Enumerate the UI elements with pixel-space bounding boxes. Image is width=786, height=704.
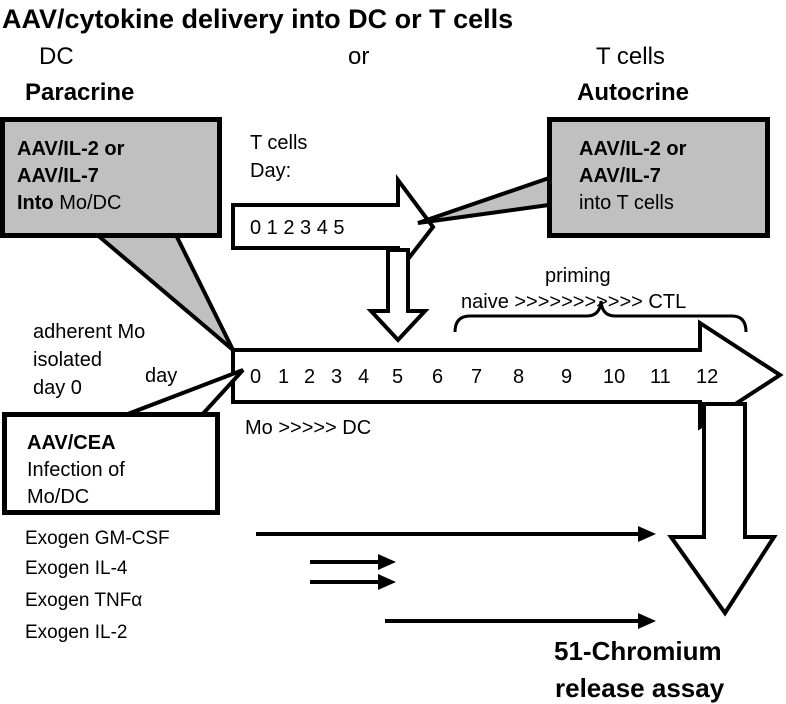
paracrine-label: Paracrine — [25, 79, 135, 106]
assay-down-arrow — [667, 402, 778, 617]
diagram-title: AAV/cytokine delivery into DC or T cells — [2, 4, 514, 34]
tcell-day-numbers: 0 1 2 3 4 5 — [250, 217, 345, 239]
exogen-gmcsf-arrow — [256, 526, 656, 542]
exogen-tnfa-label: Exogen TNFα — [25, 590, 143, 611]
main-day-4: 4 — [358, 366, 370, 388]
main-day-10: 10 — [603, 366, 626, 388]
exogen-gmcsf-label: Exogen GM-CSF — [25, 528, 170, 549]
priming-sequence: naive >>>>>>>>>>> CTL — [461, 291, 687, 313]
priming-bracket — [453, 300, 748, 333]
autocrine-callout-box: AAV/IL-2 or AAV/IL-7 into T cells — [547, 117, 770, 238]
main-day-0: 0 — [250, 366, 262, 388]
main-day-1: 1 — [278, 366, 290, 388]
paracrine-line1: AAV/IL-2 or — [17, 138, 125, 160]
tcells-label: T cells — [596, 43, 665, 70]
main-day-6: 6 — [432, 366, 444, 388]
tcell-transfer-arrow — [366, 248, 430, 343]
main-day-7: 7 — [471, 366, 483, 388]
main-day-5: 5 — [392, 366, 404, 388]
exogen-il2-label: Exogen IL-2 — [25, 622, 128, 643]
autocrine-label: Autocrine — [577, 79, 690, 106]
main-day-12: 12 — [696, 366, 719, 388]
autocrine-line2: AAV/IL-7 — [579, 165, 661, 187]
adherent-line1: adherent Mo — [33, 321, 146, 343]
autocrine-callout-tail — [417, 175, 551, 225]
assay-label-line2: release assay — [555, 673, 725, 703]
exogen-il4-label: Exogen IL-4 — [25, 558, 128, 579]
cea-callout-box: AAV/CEA Infection of Mo/DC — [2, 412, 220, 515]
mo-dc-differentiation: Mo >>>>> DC — [245, 417, 372, 439]
main-day-2: 2 — [304, 366, 316, 388]
exogen-il2-arrow — [385, 613, 656, 629]
tcell-day-arrow — [231, 173, 436, 278]
adherent-line3: day 0 — [33, 377, 82, 399]
exogen-tnfa-arrow — [310, 574, 396, 590]
paracrine-callout-box: AAV/IL-2 or AAV/IL-7 Into Mo/DC — [0, 117, 222, 238]
autocrine-line1: AAV/IL-2 or — [579, 138, 687, 160]
paracrine-line2: AAV/IL-7 — [17, 165, 99, 187]
dc-label: DC — [39, 43, 74, 70]
main-timeline-arrow — [231, 319, 784, 431]
cea-callout-tail — [119, 368, 245, 419]
cea-line1: AAV/CEA — [27, 432, 116, 454]
main-day-9: 9 — [561, 366, 573, 388]
cea-line2: Infection of — [27, 459, 125, 481]
exogen-il4-arrow — [310, 554, 396, 570]
adherent-line2: isolated — [33, 349, 102, 371]
main-day-3: 3 — [331, 366, 343, 388]
day-label: day — [145, 365, 178, 387]
tcell-arrow-label: T cells — [250, 132, 308, 154]
or-label: or — [348, 43, 370, 70]
main-day-8: 8 — [513, 366, 525, 388]
cea-line3: Mo/DC — [27, 486, 90, 508]
paracrine-line3: Into Mo/DC — [17, 192, 122, 214]
assay-label-line1: 51-Chromium — [554, 636, 722, 666]
tcell-day-label: Day: — [250, 160, 292, 182]
main-day-11: 11 — [650, 366, 671, 388]
autocrine-line3: into T cells — [579, 192, 674, 214]
priming-label: priming — [545, 265, 611, 287]
